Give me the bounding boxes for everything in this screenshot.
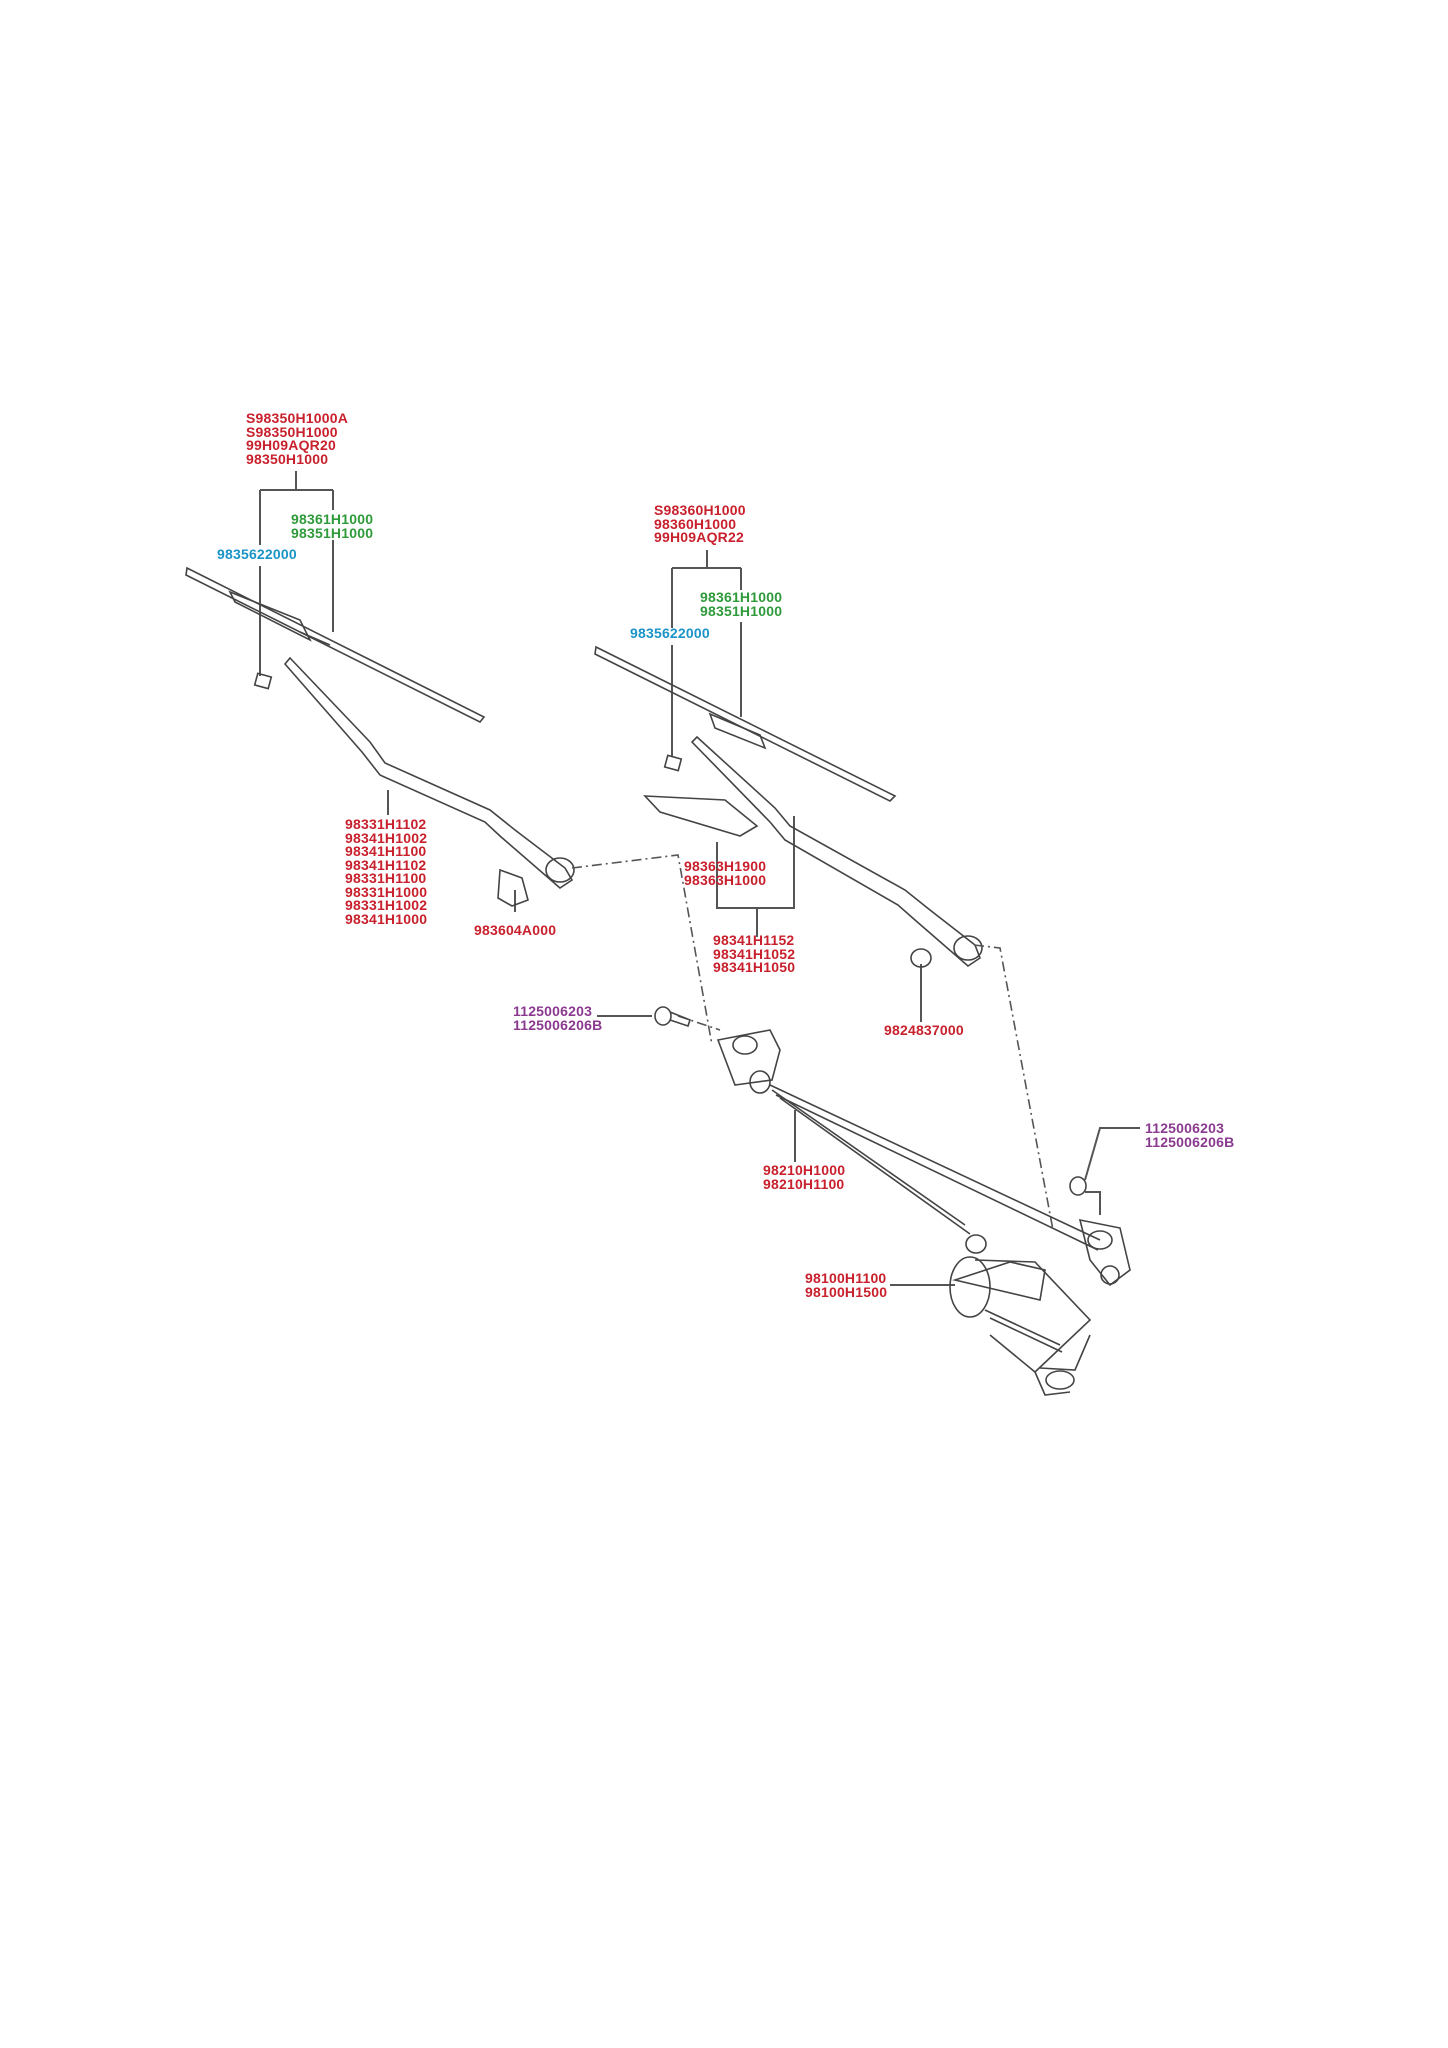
part-number[interactable]: 98351H1000 xyxy=(291,524,374,541)
part-number[interactable]: 98341H1000 xyxy=(345,910,428,927)
left-blade-part-numbers[interactable]: S98350H1000A S98350H1000 99H09AQR20 9835… xyxy=(246,410,349,467)
part-number[interactable]: S98350H1000 xyxy=(246,423,338,440)
part-number[interactable]: 98351H1000 xyxy=(700,602,783,619)
left-arm-part-numbers[interactable]: 98331H1102 98341H1002 98341H1100 98341H1… xyxy=(345,816,428,927)
left-bolt-part-numbers[interactable]: 1125006203 1125006206B xyxy=(513,1003,603,1033)
leader-lines xyxy=(259,471,1140,1286)
part-number[interactable]: 98100H1500 xyxy=(805,1283,888,1300)
right-arm-part-numbers[interactable]: 98341H1152 98341H1052 98341H1050 xyxy=(713,932,796,975)
part-number[interactable]: 98331H1100 xyxy=(345,870,427,886)
part-number[interactable]: S98350H1000A xyxy=(246,410,349,426)
bolts xyxy=(654,1006,1087,1196)
linkage-part-numbers[interactable]: 98210H1000 98210H1100 xyxy=(763,1162,846,1192)
part-number[interactable]: 1125006203 xyxy=(513,1003,593,1019)
part-number[interactable]: 98210H1100 xyxy=(763,1175,845,1192)
part-number[interactable]: 98363H1900 xyxy=(684,858,767,874)
part-number[interactable]: 98360H1000 xyxy=(654,515,737,532)
part-number[interactable]: 98210H1000 xyxy=(763,1162,846,1178)
motor-part-numbers[interactable]: 98100H1100 98100H1500 xyxy=(805,1270,888,1300)
part-number[interactable]: 98331H1000 xyxy=(345,883,428,900)
left-clip-part-number[interactable]: 9835622000 xyxy=(217,546,297,562)
nut-part-number[interactable]: 9824837000 xyxy=(884,1022,964,1038)
part-number[interactable]: 9835622000 xyxy=(630,625,710,641)
part-number[interactable]: 983604A000 xyxy=(474,922,557,938)
part-number[interactable]: 98341H1102 xyxy=(345,856,427,873)
left-refill-part-numbers[interactable]: 98361H1000 98351H1000 xyxy=(291,511,374,541)
part-number[interactable]: 98361H1000 xyxy=(291,511,374,527)
part-number[interactable]: 98341H1052 xyxy=(713,945,796,962)
part-number[interactable]: 9824837000 xyxy=(884,1022,964,1038)
part-number[interactable]: 1125006206B xyxy=(1145,1133,1235,1150)
part-number[interactable]: 98100H1100 xyxy=(805,1270,887,1286)
right-bolt-part-numbers[interactable]: 1125006203 1125006206B xyxy=(1145,1120,1235,1150)
part-number[interactable]: 98341H1050 xyxy=(713,959,796,975)
spoiler-part-numbers[interactable]: 98363H1900 98363H1000 xyxy=(684,858,767,888)
part-number[interactable]: 98331H1002 xyxy=(345,897,428,913)
part-number[interactable]: S98360H1000 xyxy=(654,502,746,518)
right-refill-part-numbers[interactable]: 98361H1000 98351H1000 xyxy=(700,589,783,619)
part-number[interactable]: 99H09AQR22 xyxy=(654,529,744,545)
wiper-linkage xyxy=(716,1029,1131,1287)
part-number[interactable]: 9835622000 xyxy=(217,546,297,562)
part-number[interactable]: 98341H1100 xyxy=(345,843,427,859)
part-number[interactable]: 1125006203 xyxy=(1145,1120,1225,1136)
left-wiper-blade xyxy=(185,566,486,724)
right-blade-part-numbers[interactable]: S98360H1000 98360H1000 99H09AQR22 xyxy=(654,502,746,545)
part-number[interactable]: 98331H1102 xyxy=(345,816,427,832)
part-number[interactable]: 1125006206B xyxy=(513,1016,603,1033)
part-number[interactable]: 99H09AQR20 xyxy=(246,437,336,453)
right-wiper-blade xyxy=(594,645,897,802)
left-cap-part-number[interactable]: 983604A000 xyxy=(474,922,557,938)
right-wiper-arm xyxy=(690,735,983,968)
part-number[interactable]: 98361H1000 xyxy=(700,589,783,605)
spoiler-plate xyxy=(643,795,759,837)
part-number[interactable]: 98350H1000 xyxy=(246,450,329,467)
right-clip-part-number[interactable]: 9835622000 xyxy=(630,625,710,641)
wiper-motor xyxy=(949,1234,1092,1396)
part-number[interactable]: 98363H1000 xyxy=(684,871,767,888)
left-wiper-arm xyxy=(283,656,575,907)
part-number[interactable]: 98341H1002 xyxy=(345,829,428,846)
part-number[interactable]: 98341H1152 xyxy=(713,932,795,948)
